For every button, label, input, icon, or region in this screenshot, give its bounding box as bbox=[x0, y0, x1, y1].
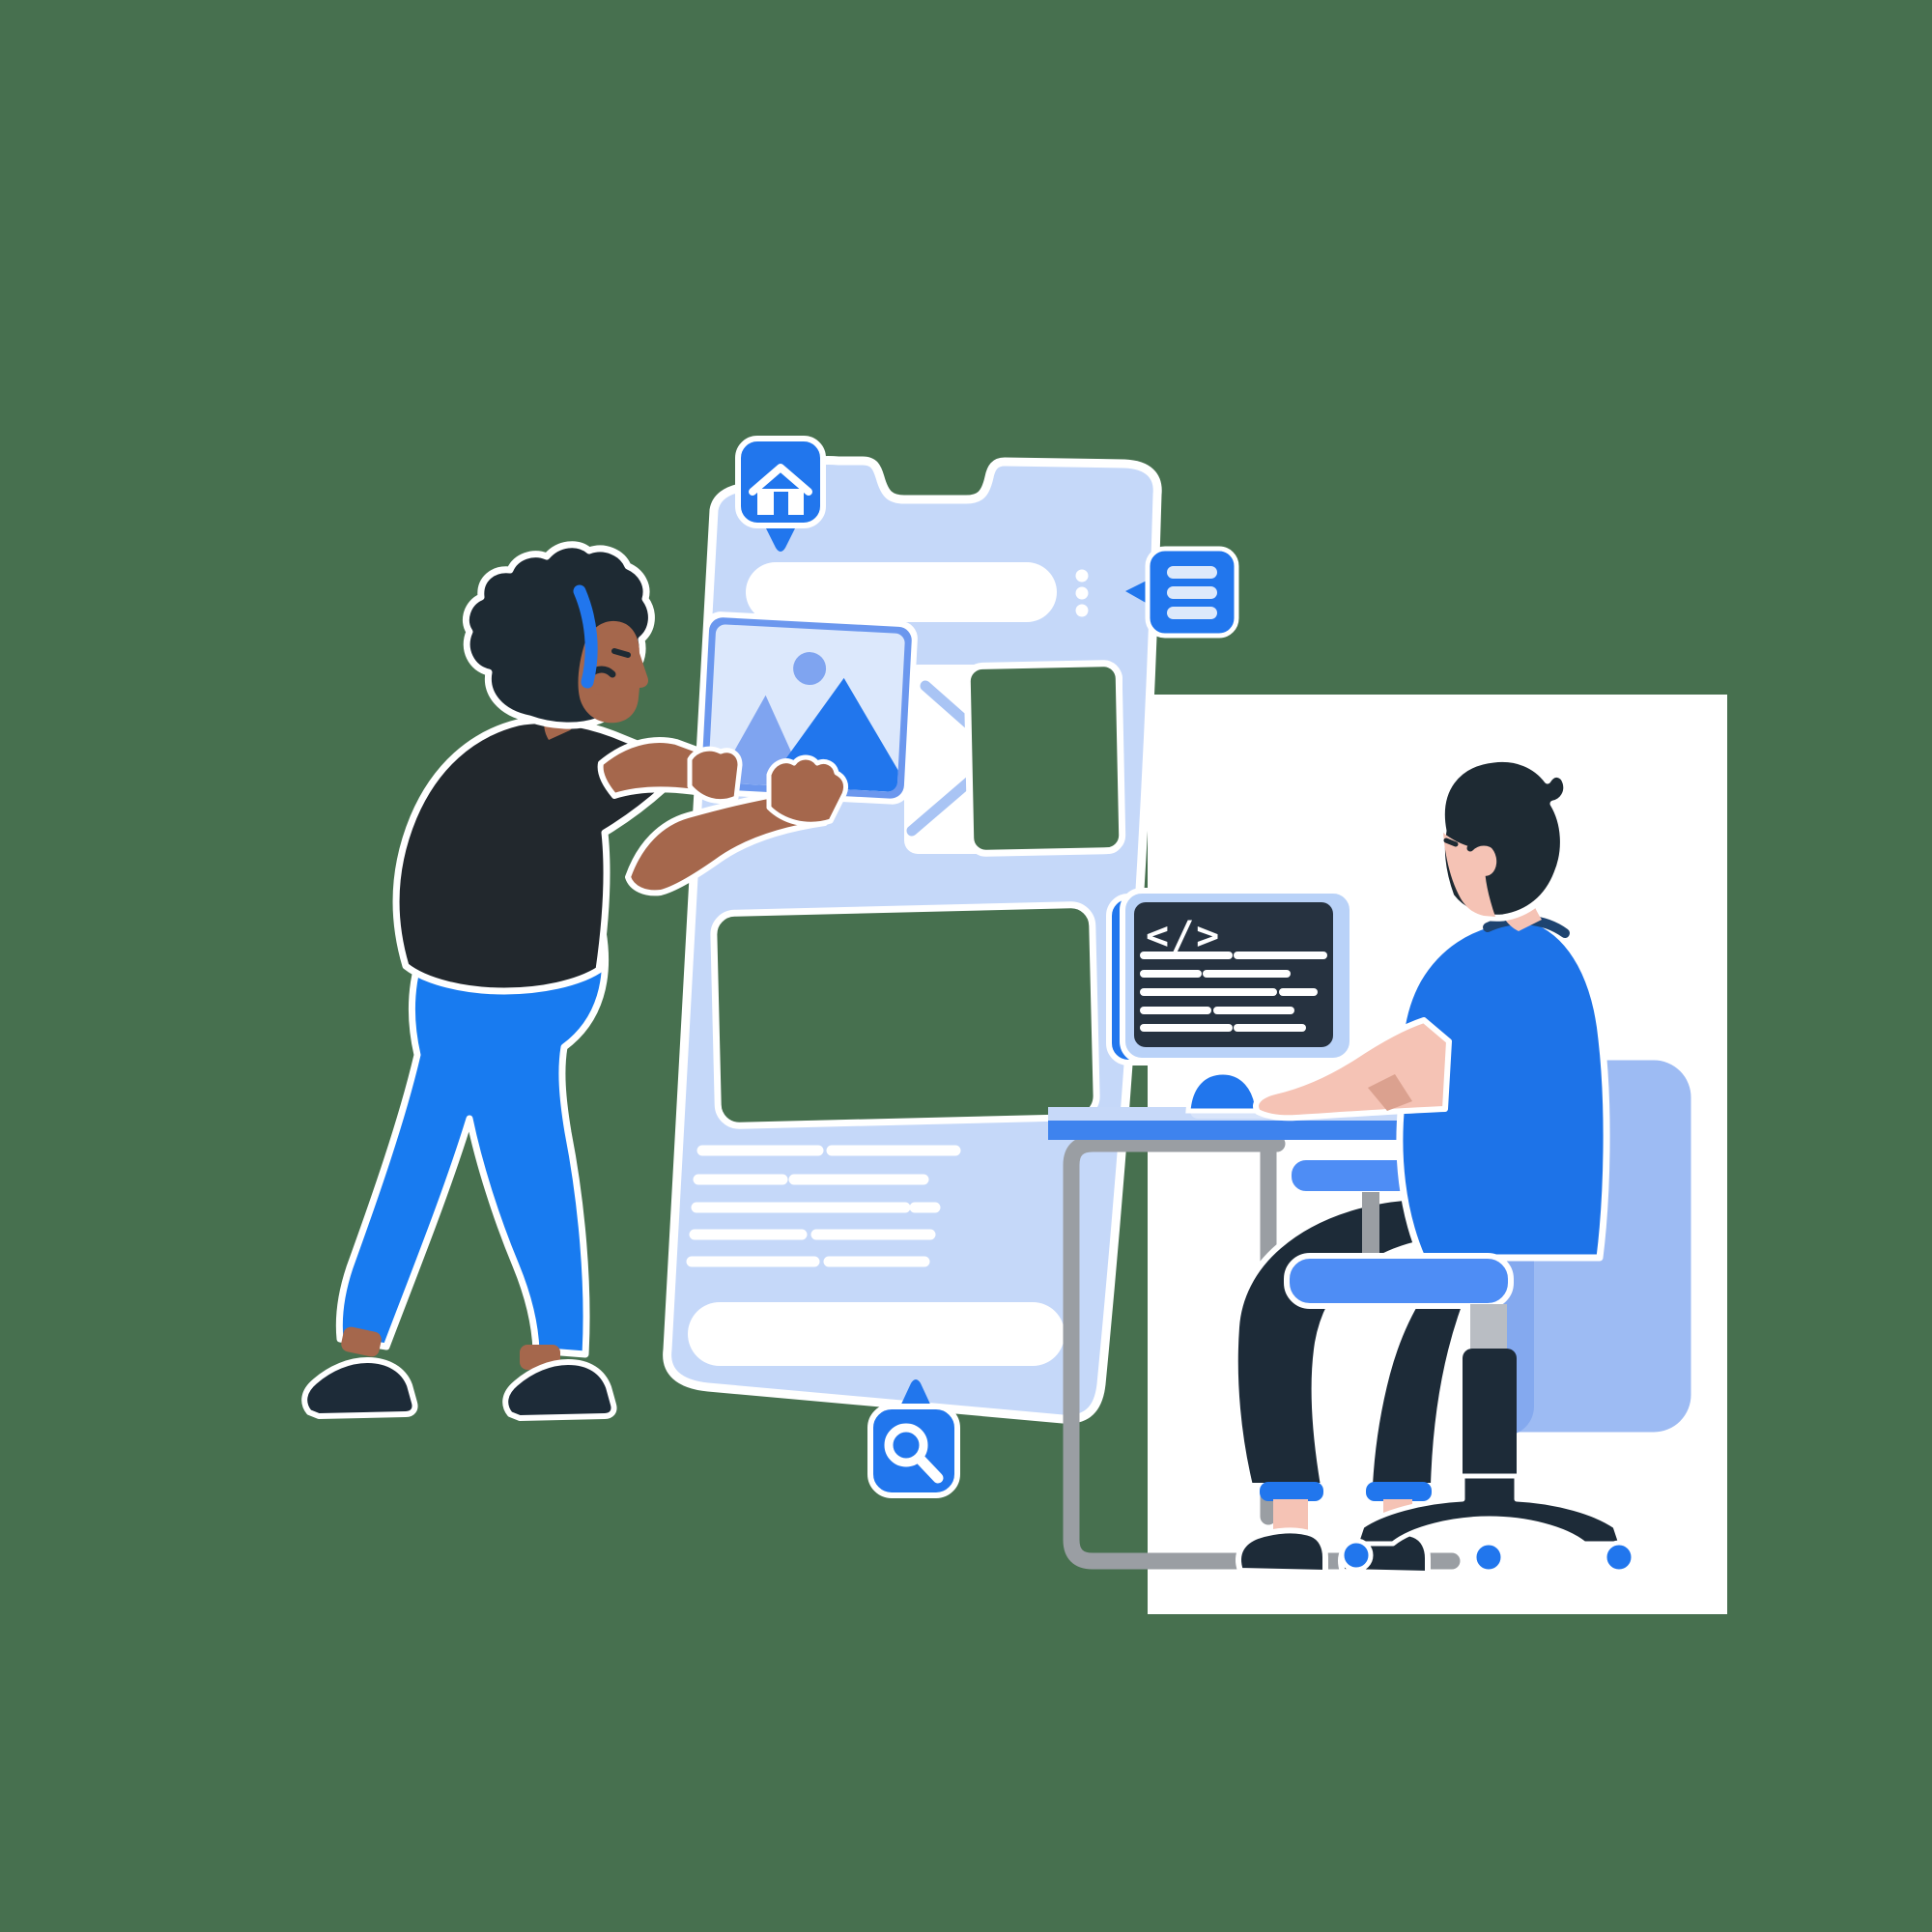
woman-designer bbox=[301, 541, 918, 1421]
ellipsis-dot bbox=[1075, 586, 1089, 600]
woman-hand bbox=[766, 754, 849, 827]
home-pin-pointer bbox=[763, 523, 798, 552]
man-eyebrow bbox=[1443, 838, 1459, 847]
image-card bbox=[696, 611, 918, 805]
search-pin-badge bbox=[867, 1404, 960, 1498]
phone-mockup bbox=[663, 436, 1239, 1498]
man-ear-curl bbox=[1466, 838, 1501, 852]
man-pant-cuff bbox=[1366, 1482, 1432, 1501]
man-wrist-shade bbox=[1368, 1074, 1412, 1111]
chair-gas-lift bbox=[1463, 1349, 1517, 1488]
bottom-pill-button bbox=[688, 1302, 1065, 1366]
office-chair bbox=[1284, 1192, 1636, 1575]
menu-lines-icon bbox=[1167, 566, 1217, 619]
woman-pants bbox=[335, 923, 609, 1358]
home-pin bbox=[735, 436, 826, 552]
woman-shoe bbox=[502, 1359, 617, 1421]
code-brackets-icon: </> bbox=[1146, 914, 1221, 958]
woman-hand bbox=[687, 746, 743, 804]
sun-circle bbox=[793, 652, 827, 686]
search-bar bbox=[746, 562, 1057, 622]
search-icon bbox=[884, 1423, 944, 1484]
search-pin bbox=[867, 1379, 960, 1498]
man-shoe bbox=[1236, 1527, 1328, 1576]
text-placeholder-lines bbox=[686, 1145, 961, 1267]
woman-eyebrow bbox=[611, 648, 631, 658]
menu-bubble bbox=[1125, 546, 1239, 639]
ellipsis-dot bbox=[1075, 569, 1089, 582]
mouse bbox=[1185, 1069, 1261, 1114]
caster-wheel bbox=[1339, 1538, 1374, 1573]
chair-star-base bbox=[1353, 1473, 1624, 1547]
screen-cutout-middle bbox=[710, 901, 1100, 1129]
chair-back-post bbox=[1362, 1192, 1379, 1262]
home-icon bbox=[749, 464, 812, 515]
man-ear bbox=[1470, 843, 1497, 876]
chair-gas-lift-top bbox=[1470, 1304, 1507, 1354]
chair-seat bbox=[1284, 1253, 1514, 1309]
desk-leg-left bbox=[1063, 1135, 1461, 1570]
man-pant-cuff bbox=[1260, 1482, 1323, 1501]
search-pin-pointer bbox=[898, 1379, 933, 1410]
man-shirt bbox=[1396, 915, 1610, 1262]
ellipsis-dot bbox=[1075, 604, 1089, 617]
woman-ankle bbox=[341, 1326, 382, 1357]
caster-wheel bbox=[1471, 1540, 1506, 1575]
vertical-ellipsis-icon bbox=[1075, 569, 1089, 617]
caster-wheel bbox=[1602, 1540, 1636, 1575]
desk-top-face bbox=[1048, 1121, 1504, 1140]
monitor: </> bbox=[1106, 888, 1355, 1065]
code-lines bbox=[1140, 952, 1327, 1032]
screen-cutout-top bbox=[963, 660, 1126, 857]
woman-shoe bbox=[301, 1357, 418, 1419]
headband bbox=[573, 584, 598, 689]
